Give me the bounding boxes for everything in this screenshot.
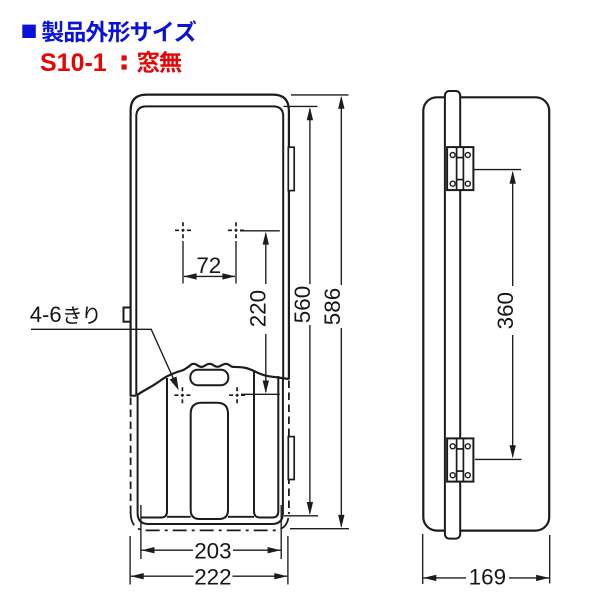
svg-text:560: 560 [290,286,315,323]
svg-text:203: 203 [194,538,231,563]
svg-text:222: 222 [194,564,231,589]
svg-text:4-6: 4-6 [30,302,62,327]
svg-text:360: 360 [493,292,518,329]
svg-text:220: 220 [245,290,270,327]
svg-text:S10-1: S10-1 [40,49,107,77]
svg-text:586: 586 [320,288,345,325]
svg-text:169: 169 [469,564,506,589]
svg-text:72: 72 [196,253,221,278]
